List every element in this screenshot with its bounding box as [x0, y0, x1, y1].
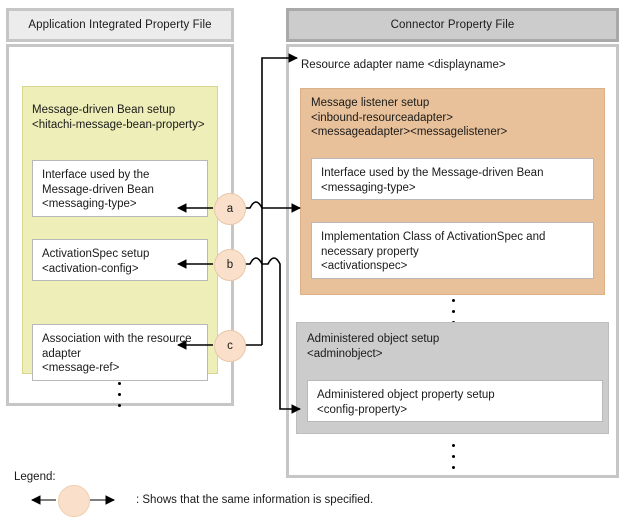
box-messaging-type-left: Interface used by the Message-driven Bea…: [32, 160, 208, 217]
box-activationspec: Implementation Class of ActivationSpec a…: [311, 222, 594, 279]
connector-bubble-c[interactable]: c: [214, 330, 246, 362]
connector-bubble-a[interactable]: a: [214, 193, 246, 225]
administered-object-group-title: Administered object setup <adminobject>: [307, 333, 440, 360]
legend-marker: [58, 485, 90, 517]
connector-property-file-header: Connector Property File: [286, 8, 619, 42]
connector-property-file-title: Connector Property File: [390, 19, 515, 31]
box-activation-config: ActivationSpec setup <activation-config>: [32, 239, 208, 281]
legend-label: Legend:: [14, 471, 56, 483]
legend-description: : Shows that the same information is spe…: [136, 494, 374, 506]
message-listener-group-title: Message listener setup <inbound-resource…: [311, 97, 508, 138]
resource-adapter-name-label: Resource adapter name <displayname>: [301, 59, 506, 71]
application-property-file-header: Application Integrated Property File: [6, 8, 234, 42]
connector-bubble-b[interactable]: b: [214, 249, 246, 281]
box-config-property: Administered object property setup <conf…: [307, 380, 603, 422]
message-driven-bean-group-title: Message-driven Bean setup <hitachi-messa…: [32, 104, 205, 131]
ellipsis-administered-object: [448, 444, 458, 477]
ellipsis-application-file: [114, 382, 124, 415]
box-messaging-type-right: Interface used by the Message-driven Bea…: [311, 158, 594, 200]
box-message-ref: Association with the resource adapter <m…: [32, 324, 208, 381]
application-property-file-title: Application Integrated Property File: [28, 19, 212, 31]
